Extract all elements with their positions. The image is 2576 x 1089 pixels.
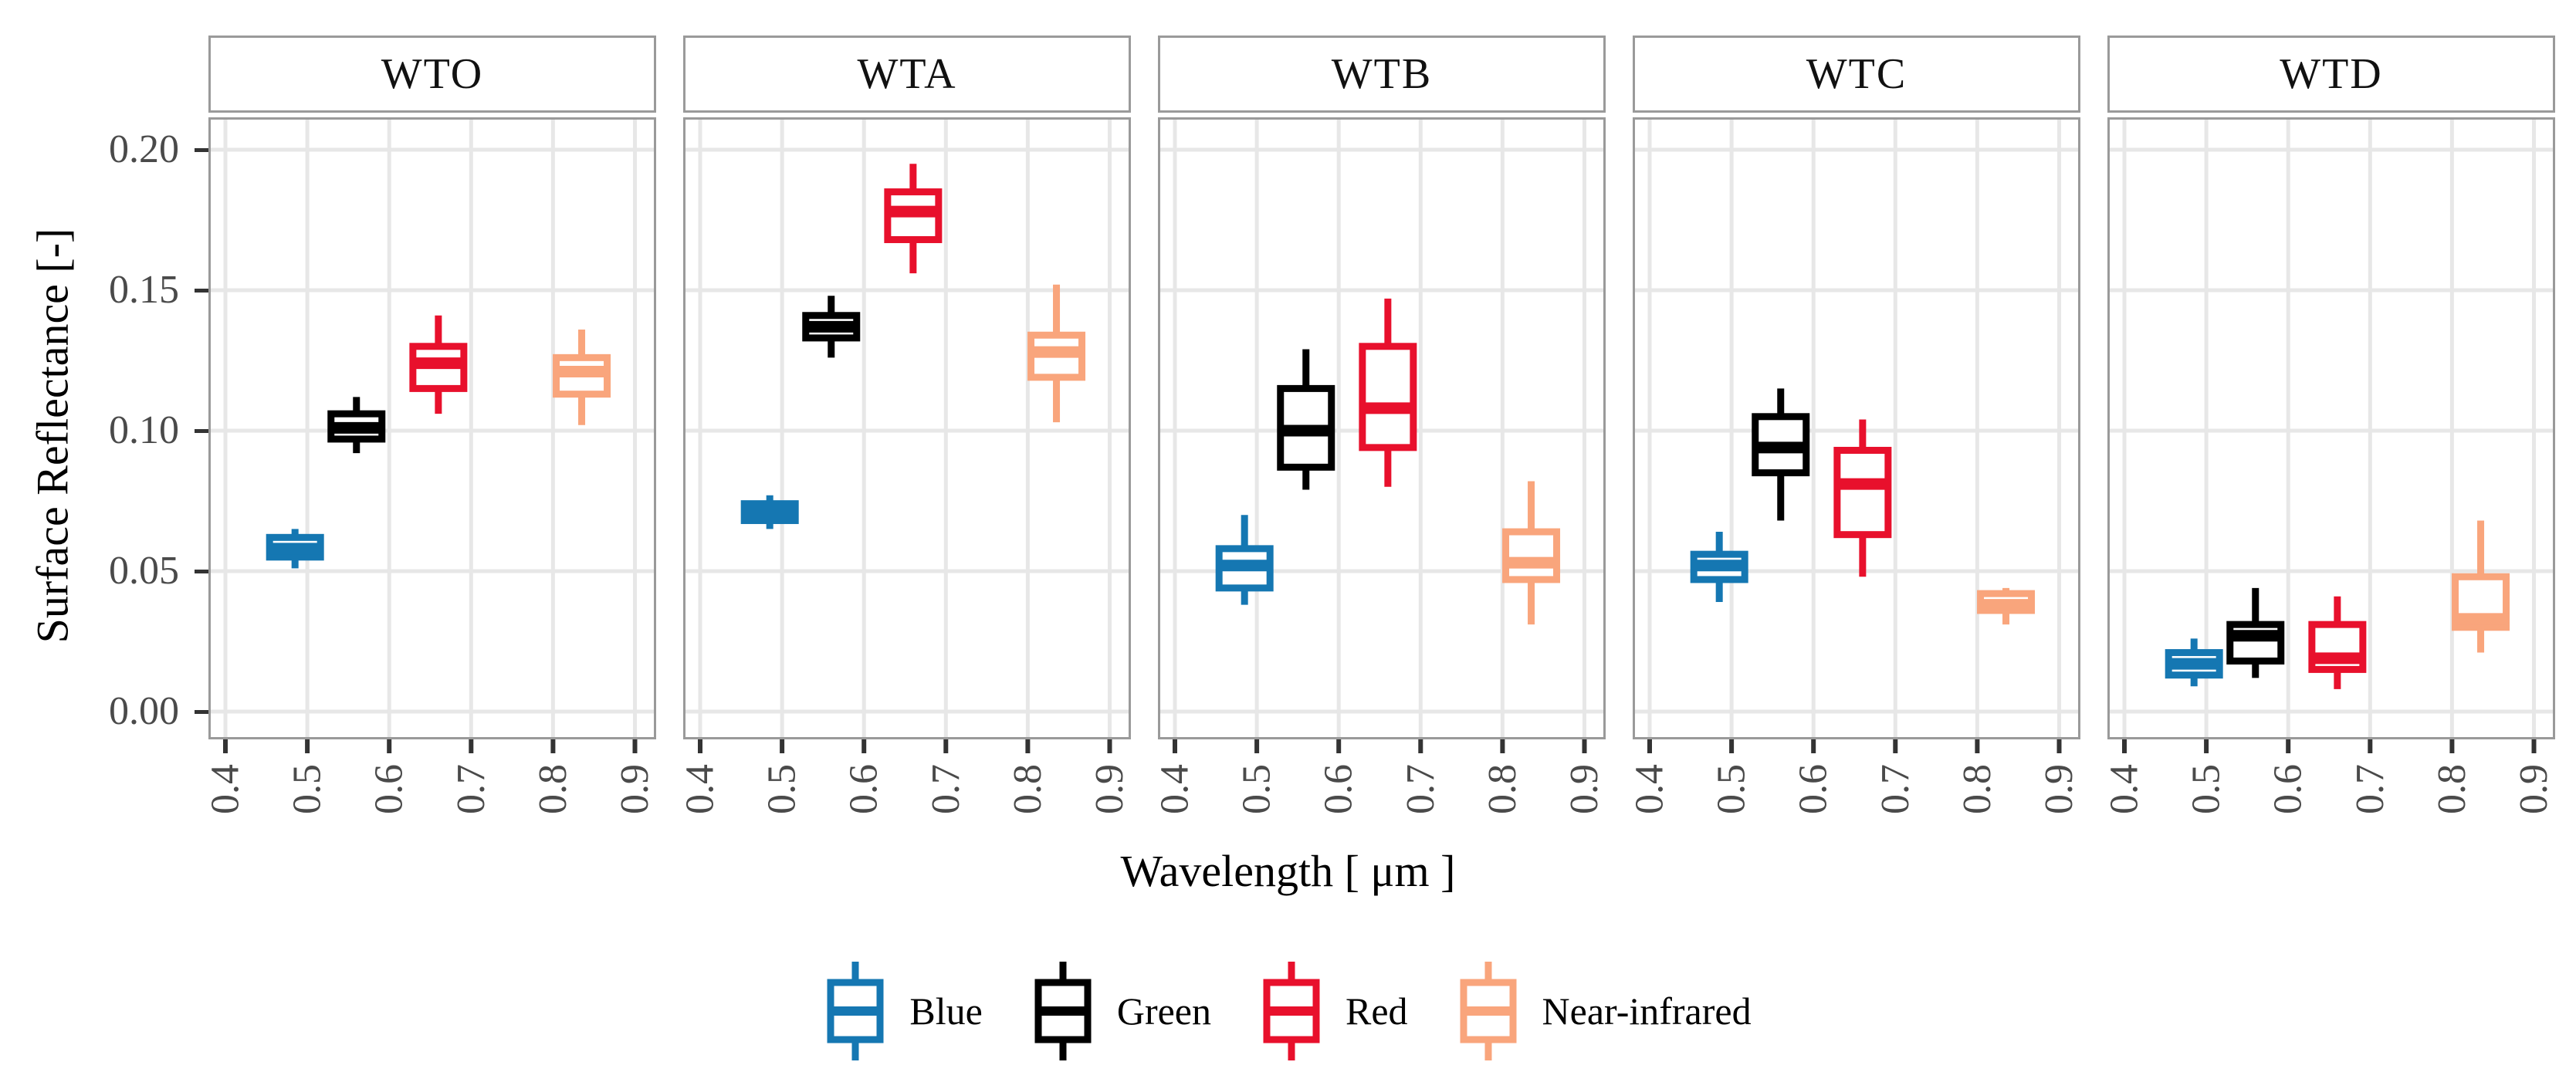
- boxplot-wtd-near-infrared: [2452, 520, 2510, 653]
- iqr-box: [1502, 528, 1561, 583]
- boxplot-wto-red: [409, 315, 468, 414]
- legend-label: Near-infrared: [1542, 989, 1752, 1033]
- boxplot-wtd-blue: [2165, 638, 2223, 687]
- boxplot-wtb-red: [1359, 298, 1417, 487]
- x-axis-title: Wavelength [ μm ]: [1120, 846, 1456, 896]
- boxplot-wtc-near-infrared: [1977, 587, 2036, 625]
- x-tick-label: 0.8: [2430, 764, 2474, 814]
- y-tick-mark: [195, 289, 208, 293]
- y-tick-mark: [195, 429, 208, 433]
- panel-border: [2107, 117, 2555, 739]
- boxplot-wtb-blue: [1215, 515, 1274, 605]
- facet-panel-wta: 0.4 0.5 0.6 0.7 0.8 0.9: [679, 117, 1132, 814]
- y-tick-mark: [195, 570, 208, 573]
- legend-boxplot-icon: [1263, 962, 1320, 1060]
- facet-strip-wtd: WTD: [2107, 36, 2555, 113]
- iqr-box: [1833, 446, 1892, 539]
- x-tick-label: 0.4: [1628, 764, 1672, 814]
- facet-strip-wtb: WTB: [1158, 36, 1606, 113]
- x-tick-label: 0.8: [531, 764, 575, 814]
- x-tick-label: 0.8: [1006, 764, 1050, 814]
- x-tick-label: 0.4: [1153, 764, 1197, 814]
- x-tick-label: 0.4: [679, 764, 723, 814]
- facet-panel-wtc: 0.4 0.5 0.6 0.7 0.8 0.9: [1628, 117, 2081, 814]
- y-axis-title: Surface Reflectance [-]: [27, 228, 78, 644]
- legend: Blue Green Red Near-infrared: [0, 957, 2576, 1065]
- legend-boxplot-icon: [1034, 962, 1092, 1060]
- y-tick-label: 0.15: [109, 268, 179, 312]
- boxplot-wtb-near-infrared: [1502, 481, 1561, 625]
- y-tick-label: 0.05: [109, 549, 179, 593]
- boxplot-wtd-red: [2308, 596, 2367, 689]
- y-tick-label: 0.00: [109, 689, 179, 733]
- x-tick-label: 0.7: [1874, 764, 1918, 814]
- x-tick-label: 0.5: [1235, 764, 1279, 814]
- boxplot-wtc-blue: [1690, 532, 1748, 603]
- x-tick-label: 0.6: [367, 764, 411, 814]
- panel-border: [1158, 117, 1606, 739]
- legend-boxplot-icon: [1460, 962, 1517, 1060]
- x-tick-label: 0.8: [1481, 764, 1525, 814]
- panel-border: [1633, 117, 2080, 739]
- x-tick-label: 0.5: [2185, 764, 2229, 814]
- x-tick-label: 0.8: [1955, 764, 1999, 814]
- x-tick-label: 0.6: [2266, 764, 2310, 814]
- legend-item-red: Red: [1261, 957, 1408, 1065]
- y-tick-label: 0.10: [109, 408, 179, 452]
- legend-boxplot-icon: [827, 962, 884, 1060]
- boxplot-wta-blue: [740, 495, 799, 529]
- x-tick-label: 0.7: [1399, 764, 1443, 814]
- x-tick-label: 0.7: [449, 764, 493, 814]
- panel-border: [683, 117, 1131, 739]
- facet-panel-wto: 0.4 0.5 0.6 0.7 0.8 0.9: [204, 117, 657, 814]
- boxplot-wtd-green: [2226, 587, 2285, 678]
- x-tick-label: 0.9: [613, 764, 657, 814]
- legend-label: Green: [1116, 989, 1211, 1033]
- x-tick-label: 0.9: [1088, 764, 1132, 814]
- legend-label: Red: [1346, 989, 1408, 1033]
- facet-strip-wtc: WTC: [1633, 36, 2080, 113]
- x-tick-label: 0.4: [2103, 764, 2147, 814]
- boxplot-wto-near-infrared: [553, 329, 611, 425]
- boxplot-wta-red: [884, 164, 943, 274]
- legend-item-blue: Blue: [824, 957, 983, 1065]
- legend-item-green: Green: [1032, 957, 1211, 1065]
- iqr-box: [1359, 343, 1417, 451]
- facet-panel-wtb: 0.4 0.5 0.6 0.7 0.8 0.9: [1153, 117, 1606, 814]
- x-tick-label: 0.9: [2512, 764, 2556, 814]
- x-tick-label: 0.4: [204, 764, 248, 814]
- legend-item-near-infrared: Near-infrared: [1457, 957, 1752, 1065]
- x-tick-label: 0.5: [1710, 764, 1754, 814]
- boxplot-wta-green: [802, 296, 861, 358]
- panel-border: [208, 117, 656, 739]
- y-tick-mark: [195, 710, 208, 714]
- x-tick-label: 0.6: [1317, 764, 1361, 814]
- facet-strip-wta: WTA: [683, 36, 1131, 113]
- boxplot-wtc-red: [1833, 419, 1892, 577]
- y-tick-label: 0.20: [109, 127, 179, 171]
- boxplot-wta-near-infrared: [1027, 284, 1086, 423]
- y-tick-mark: [195, 148, 208, 152]
- x-tick-label: 0.7: [924, 764, 968, 814]
- x-tick-label: 0.6: [1792, 764, 1836, 814]
- x-tick-label: 0.6: [842, 764, 886, 814]
- x-tick-label: 0.7: [2348, 764, 2392, 814]
- legend-label: Blue: [909, 989, 983, 1033]
- facet-panel-wtd: 0.4 0.5 0.6 0.7 0.8 0.9: [2103, 117, 2556, 814]
- boxplot-wtc-green: [1752, 388, 1810, 521]
- x-tick-label: 0.5: [286, 764, 330, 814]
- x-tick-label: 0.9: [2037, 764, 2081, 814]
- facet-strip-wto: WTO: [208, 36, 656, 113]
- boxplot-wtb-green: [1277, 349, 1335, 490]
- boxplot-wto-green: [327, 397, 386, 454]
- boxplot-wto-blue: [266, 529, 324, 569]
- x-tick-label: 0.9: [1562, 764, 1606, 814]
- x-tick-label: 0.5: [760, 764, 804, 814]
